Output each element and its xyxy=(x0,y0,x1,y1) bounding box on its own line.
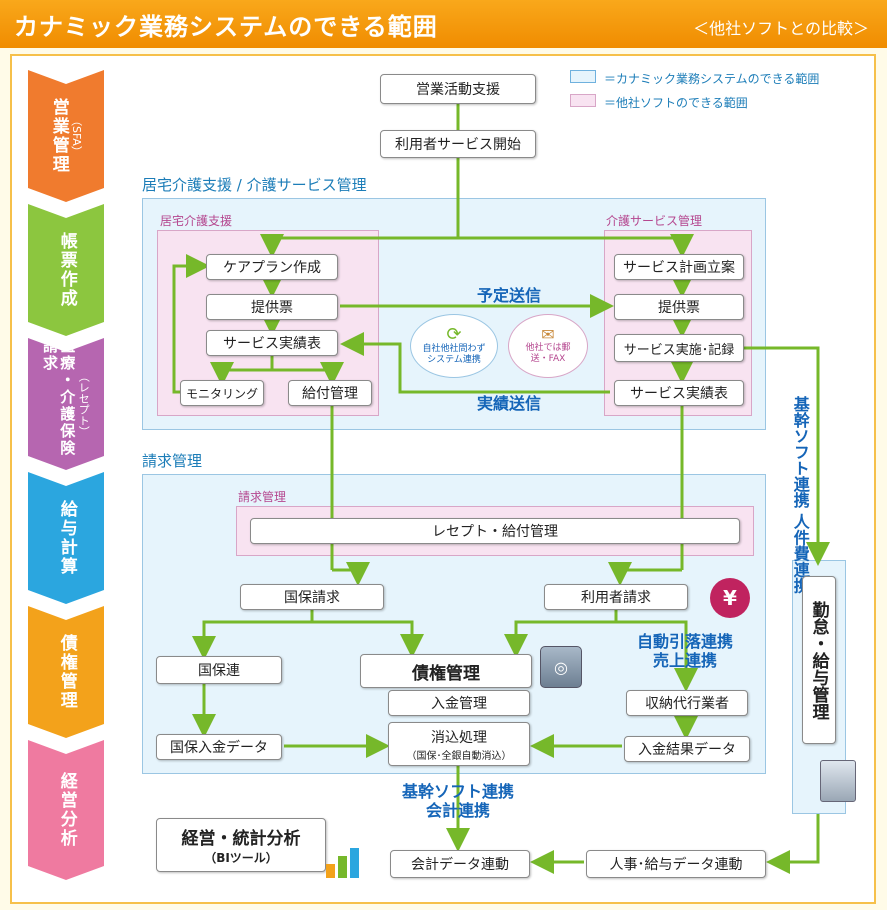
sync-badge-text: 自社他社問わずシステム連携 xyxy=(422,344,486,365)
page-title: カナミック業務システムのできる範囲 xyxy=(14,13,438,41)
mail-badge-text: 他社では郵送・FAX xyxy=(525,343,571,364)
tab-payroll-label: 給与計算 xyxy=(56,500,77,576)
legend-kanamic: ＝カナミック業務システムのできる範囲 xyxy=(604,72,820,86)
service-exec-box: サービス実施･記録 xyxy=(614,334,744,362)
calculator-icon xyxy=(820,760,856,802)
safe-icon: ◎ xyxy=(540,646,582,688)
mail-badge: ✉ 他社では郵送・FAX xyxy=(508,314,588,378)
kokuhoren-box: 国保連 xyxy=(156,656,282,684)
deposit-result-box: 入金結果データ xyxy=(624,736,750,762)
service-plan-box: サービス計画立案 xyxy=(614,254,744,280)
sync-icon: ⟳ xyxy=(446,324,462,346)
reconcile-box: 消込処理 （国保･全銀自動消込） xyxy=(388,722,530,766)
service-start-box: 利用者サービス開始 xyxy=(380,130,536,158)
attendance-box: 勤怠・給与管理 xyxy=(802,576,836,744)
page-subtitle: ＜他社ソフトとの比較＞ xyxy=(693,19,869,38)
tab-analysis-label: 経営分析 xyxy=(56,772,77,848)
reconcile-label: 消込処理 xyxy=(431,729,487,746)
tab-insurance-sub: （レセプト） xyxy=(77,371,91,437)
legend-swatch-other xyxy=(570,94,596,107)
tab-payroll: 給与計算 xyxy=(28,472,104,604)
billing-sub-title: 請求管理 xyxy=(238,490,287,504)
provision-left-box: 提供票 xyxy=(206,294,338,320)
tab-sales-label: 営業管理 xyxy=(48,98,69,174)
sales-support-box: 営業活動支援 xyxy=(380,74,536,104)
service-record-right-box: サービス実績表 xyxy=(614,380,744,406)
collection-agent-box: 収納代行業者 xyxy=(626,690,748,716)
bi-label: （BIツール） xyxy=(204,851,278,865)
hr-link-label: 基幹ソフト連携 人件費連携 xyxy=(760,396,840,594)
mgmt-analysis-label: 経営・統計分析 xyxy=(181,829,301,849)
billing-region-title: 請求管理 xyxy=(142,452,203,470)
header-bar: カナミック業務システムのできる範囲 ＜他社ソフトとの比較＞ xyxy=(0,0,887,48)
receipt-box: レセプト・給付管理 xyxy=(250,518,740,544)
user-claim-box: 利用者請求 xyxy=(544,584,688,610)
provision-right-box: 提供票 xyxy=(614,294,744,320)
kokuho-claim-box: 国保請求 xyxy=(240,584,384,610)
receivables-box: 債権管理 xyxy=(360,654,532,688)
mgmt-analysis-box: 経営・統計分析 （BIツール） xyxy=(156,818,326,872)
service-record-left-box: サービス実績表 xyxy=(206,330,338,356)
legend-swatch-kanamic xyxy=(570,70,596,83)
tab-sales-sub: （SFA） xyxy=(69,115,83,157)
tab-insurance: 医療・介護保険請求 （レセプト） xyxy=(28,338,104,470)
hr-link-text: 基幹ソフト連携 人件費連携 xyxy=(790,396,810,594)
hr-data-box: 人事･給与データ連動 xyxy=(586,850,766,878)
care-service-title: 介護サービス管理 xyxy=(606,214,703,228)
attendance-label: 勤怠・給与管理 xyxy=(808,600,829,720)
tab-forms: 帳票作成 xyxy=(28,204,104,336)
acct-link-label: 基幹ソフト連携 会計連携 xyxy=(401,782,514,821)
care-region-title: 居宅介護支援 / 介護サービス管理 xyxy=(142,176,367,194)
care-plan-box: ケアプラン作成 xyxy=(206,254,338,280)
tab-receivables-label: 債権管理 xyxy=(56,634,77,710)
legend-other: ＝他社ソフトのできる範囲 xyxy=(604,96,748,110)
tab-analysis: 経営分析 xyxy=(28,740,104,880)
tab-receivables: 債権管理 xyxy=(28,606,104,738)
result-send-label: 実績送信 xyxy=(476,394,541,413)
reconcile-sub: （国保･全銀自動消込） xyxy=(406,750,512,762)
benefit-mgmt-box: 給付管理 xyxy=(288,380,372,406)
acct-data-box: 会計データ連動 xyxy=(390,850,530,878)
sync-badge: ⟳ 自社他社問わずシステム連携 xyxy=(410,314,498,378)
yen-icon: ¥ xyxy=(710,578,750,618)
care-support-title: 居宅介護支援 xyxy=(160,214,233,228)
tab-sales: 営業管理 （SFA） xyxy=(28,70,104,202)
kokuho-deposit-box: 国保入金データ xyxy=(156,734,282,760)
auto-link-label: 自動引落連携 売上連携 xyxy=(636,632,733,671)
mail-fax-icon: ✉ xyxy=(541,325,555,345)
tab-forms-label: 帳票作成 xyxy=(56,232,77,308)
schedule-send-label: 予定送信 xyxy=(476,286,541,305)
monitoring-box: モニタリング xyxy=(180,380,264,406)
deposit-mgmt-box: 入金管理 xyxy=(388,690,530,716)
bar-chart-icon xyxy=(322,842,366,882)
